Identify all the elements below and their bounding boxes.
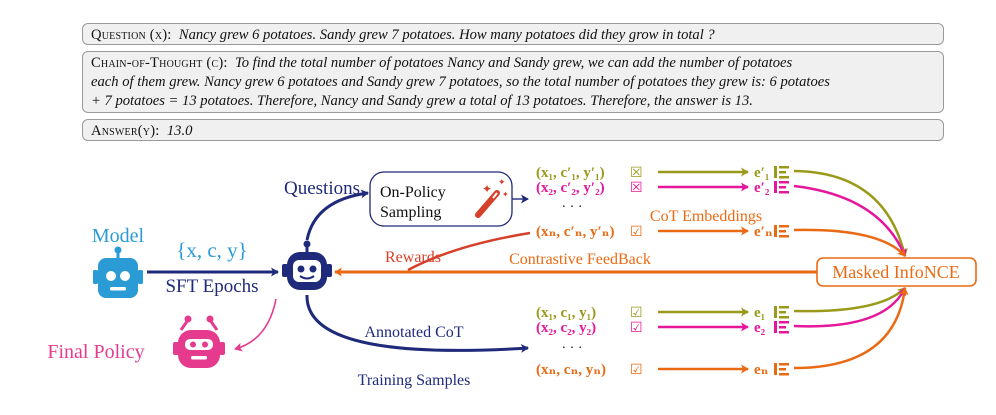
sampled-tuple: (x₁, c′₁, y′₁): [536, 165, 605, 181]
sampled-row: (x₁, c′₁, y′₁) ☒ e′₁: [536, 165, 789, 181]
annotated-cot-arrow: [305, 294, 529, 353]
sampled-row: (xₙ, c′ₙ, y′ₙ) ☑ e′ₙ: [536, 224, 789, 240]
masked-infonce-box: [816, 257, 977, 287]
annotated-embedding: e₂: [754, 320, 766, 336]
question-box: Question (x): Nancy grew 6 potatoes. San…: [82, 23, 944, 45]
embedding-curve: [793, 287, 907, 328]
answer-box: Answer(y): 13.0: [82, 119, 944, 141]
annotated-tuple: (x₁, c₁, y₁): [536, 305, 596, 321]
svg-text:✦: ✦: [482, 182, 492, 196]
rewards-arrow: [407, 231, 531, 272]
embedding-bars-icon: [774, 166, 789, 179]
cot-line-3: + 7 potatoes = 13 potatoes. Therefore, N…: [91, 93, 753, 109]
sft-epochs-label: SFT Epochs: [165, 276, 258, 297]
svg-text:✦: ✦: [498, 177, 506, 187]
annotated-ellipsis: · · ·: [562, 341, 583, 356]
cot-box: Chain-of-Thought (c): To find the total …: [82, 51, 944, 113]
magic-wand-icon: ✦ ✦ ✦: [475, 177, 509, 218]
sampled-ellipsis: · · ·: [562, 200, 583, 215]
question-text: Nancy grew 6 potatoes. Sandy grew 7 pota…: [178, 27, 715, 43]
annotated-embedding: e₁: [754, 305, 765, 321]
embedding-bars-icon: [774, 181, 789, 194]
embedding-curve: [793, 228, 906, 257]
annotated-tuple: (x₂, c₂, y₂): [536, 320, 596, 336]
sft-data-label: {x, c, y}: [176, 238, 247, 262]
final-policy-robot-icon: [173, 315, 225, 368]
cot-label: Chain-of-Thought (c):: [91, 55, 228, 71]
annotated-row: (x₂, c₂, y₂) ☑ e₂: [536, 320, 789, 336]
check-icon: ☑: [630, 363, 643, 378]
final-policy-arrow: [234, 298, 277, 352]
cot-embeddings-label: CoT Embeddings: [650, 208, 762, 225]
annotated-row: (x₁, c₁, y₁) ☑ e₁: [536, 305, 789, 321]
cot-line-2: each of them grew. Nancy grew 6 potatoes…: [91, 74, 830, 90]
sampled-tuple: (xₙ, c′ₙ, y′ₙ): [536, 224, 614, 240]
training-samples-label: Training Samples: [358, 372, 471, 389]
embedding-bars-icon: [774, 306, 789, 319]
question-label: Question (x):: [91, 27, 172, 43]
model-label: Model: [92, 225, 145, 247]
sampled-embedding: e′₁: [754, 165, 769, 181]
on-policy-label-1: On-Policy: [380, 184, 446, 201]
svg-text:✦: ✦: [502, 190, 509, 199]
answer-text: 13.0: [166, 123, 193, 139]
model-robot-icon: [93, 246, 143, 298]
embedding-curve: [793, 287, 909, 370]
embedding-bars-icon: [774, 363, 789, 376]
cross-icon: ☒: [630, 181, 643, 196]
annotated-cot-label: Annotated CoT: [364, 324, 463, 341]
questions-arrow: [305, 189, 369, 241]
annotated-tuple: (xₙ, cₙ, yₙ): [536, 362, 606, 378]
questions-label: Questions: [284, 178, 360, 199]
final-policy-label: Final Policy: [47, 341, 144, 363]
sampled-row: (x₂, c′₂, y′₂) ☒ e′₂: [536, 180, 789, 196]
embedding-curve: [793, 169, 908, 257]
annotated-row: (xₙ, cₙ, yₙ) ☑ eₙ: [536, 362, 789, 378]
sampled-embedding: e′₂: [754, 180, 770, 196]
check-icon: ☒: [630, 166, 643, 181]
contrastive-feedback-label: Contrastive FeedBack: [509, 251, 651, 268]
check-icon: ☑: [630, 225, 643, 240]
embedding-curve: [793, 184, 907, 257]
sampled-embedding: e′ₙ: [754, 224, 773, 240]
check-icon: ☑: [630, 321, 643, 336]
check-icon: ☑: [630, 306, 643, 321]
embedding-bars-icon: [774, 225, 789, 238]
rewards-label: Rewards: [385, 249, 441, 266]
masked-infonce-label: Masked InfoNCE: [832, 262, 959, 282]
cot-line-1: To find the total number of potatoes Nan…: [234, 55, 793, 71]
answer-label: Answer(y):: [91, 123, 160, 139]
policy-robot-icon: [282, 240, 332, 290]
annotated-embedding: eₙ: [754, 362, 769, 378]
sampled-tuple: (x₂, c′₂, y′₂): [536, 180, 605, 196]
on-policy-label-2: Sampling: [380, 204, 441, 221]
embedding-bars-icon: [774, 321, 789, 334]
